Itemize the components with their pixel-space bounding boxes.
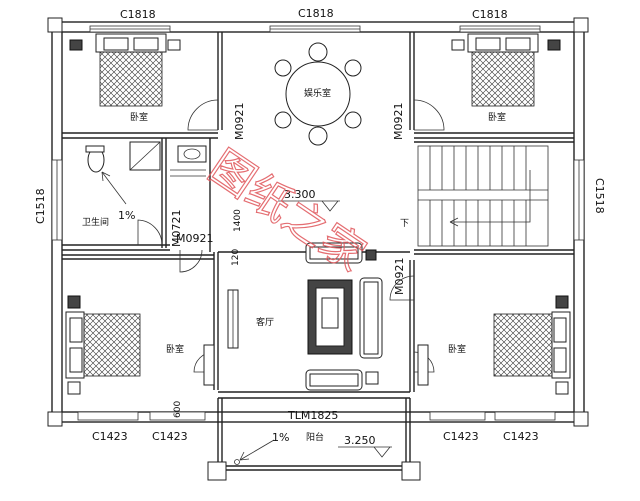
label-window-top-right: C1818 — [472, 8, 508, 21]
label-dim-600: 600 — [173, 401, 183, 418]
label-window-top-center: C1818 — [298, 7, 334, 20]
watermark-text: 图纸之家 — [200, 141, 374, 282]
label-window-top-left: C1818 — [120, 8, 156, 21]
door-right-upper — [413, 99, 445, 131]
window-top-right — [459, 25, 541, 33]
label-dim-120: 120 — [231, 249, 241, 266]
label-living-room: 客厅 — [256, 316, 274, 328]
label-door-living-right: M0921 — [393, 258, 406, 296]
wardrobe-left — [203, 344, 215, 386]
label-window-right-side: C1518 — [593, 178, 606, 214]
window-top-center — [269, 25, 361, 33]
bed-bottom-left — [65, 295, 141, 395]
label-slope-bath: 1% — [118, 209, 135, 222]
slope-arrow-bath — [101, 171, 127, 205]
window-left-side — [51, 159, 63, 241]
bathroom-fixtures — [85, 141, 207, 177]
label-bathroom: 卫生间 — [82, 216, 109, 228]
balcony-structure — [207, 398, 421, 481]
label-bedroom-top-left: 卧室 — [130, 111, 148, 123]
label-stair-down: 下 — [400, 219, 409, 229]
door-bath-vertical — [179, 249, 203, 273]
internal-walls — [62, 32, 574, 399]
wardrobe-right — [417, 344, 429, 386]
label-window-bottom-2: C1423 — [152, 430, 188, 443]
label-dim-1400: 1400 — [233, 209, 243, 232]
door-living-right — [389, 275, 415, 301]
elevation-balcony-marker — [338, 446, 392, 458]
label-window-left-side: C1518 — [34, 188, 47, 224]
bed-top-right — [451, 33, 561, 107]
bed-top-left — [69, 33, 181, 107]
living-furniture — [227, 242, 383, 391]
label-balcony: 阳台 — [306, 431, 324, 443]
door-bottom-right-room — [413, 351, 435, 373]
label-door-bath: M0921 — [176, 232, 214, 245]
label-window-bottom-4: C1423 — [503, 430, 539, 443]
label-door-left-upper: M0921 — [233, 103, 246, 141]
door-bath — [137, 219, 163, 246]
label-bedroom-bottom-left: 卧室 — [166, 343, 184, 355]
label-entertainment: 娱乐室 — [304, 87, 331, 99]
elevation-main-marker — [278, 200, 340, 212]
staircase — [417, 145, 549, 247]
label-elevation-balcony: 3.250 — [344, 434, 376, 447]
label-elevation-main: 3.300 — [284, 188, 316, 201]
round-table — [274, 42, 362, 146]
label-window-bottom-1: C1423 — [92, 430, 128, 443]
label-slope-balcony: 1% — [272, 431, 289, 444]
label-door-right-upper: M0921 — [392, 103, 405, 141]
slope-arrow-balcony — [239, 439, 275, 461]
door-left-upper — [187, 99, 219, 131]
window-right-side — [573, 159, 585, 241]
bed-bottom-right — [493, 295, 571, 395]
window-bottom-group — [77, 411, 556, 421]
label-bedroom-bottom-right: 卧室 — [448, 343, 466, 355]
label-window-bottom-3: C1423 — [443, 430, 479, 443]
label-bedroom-top-right: 卧室 — [488, 111, 506, 123]
label-door-balcony: TLM1825 — [287, 409, 338, 422]
window-top-left — [89, 25, 171, 33]
label-door-bath-vertical: M0721 — [170, 210, 183, 248]
